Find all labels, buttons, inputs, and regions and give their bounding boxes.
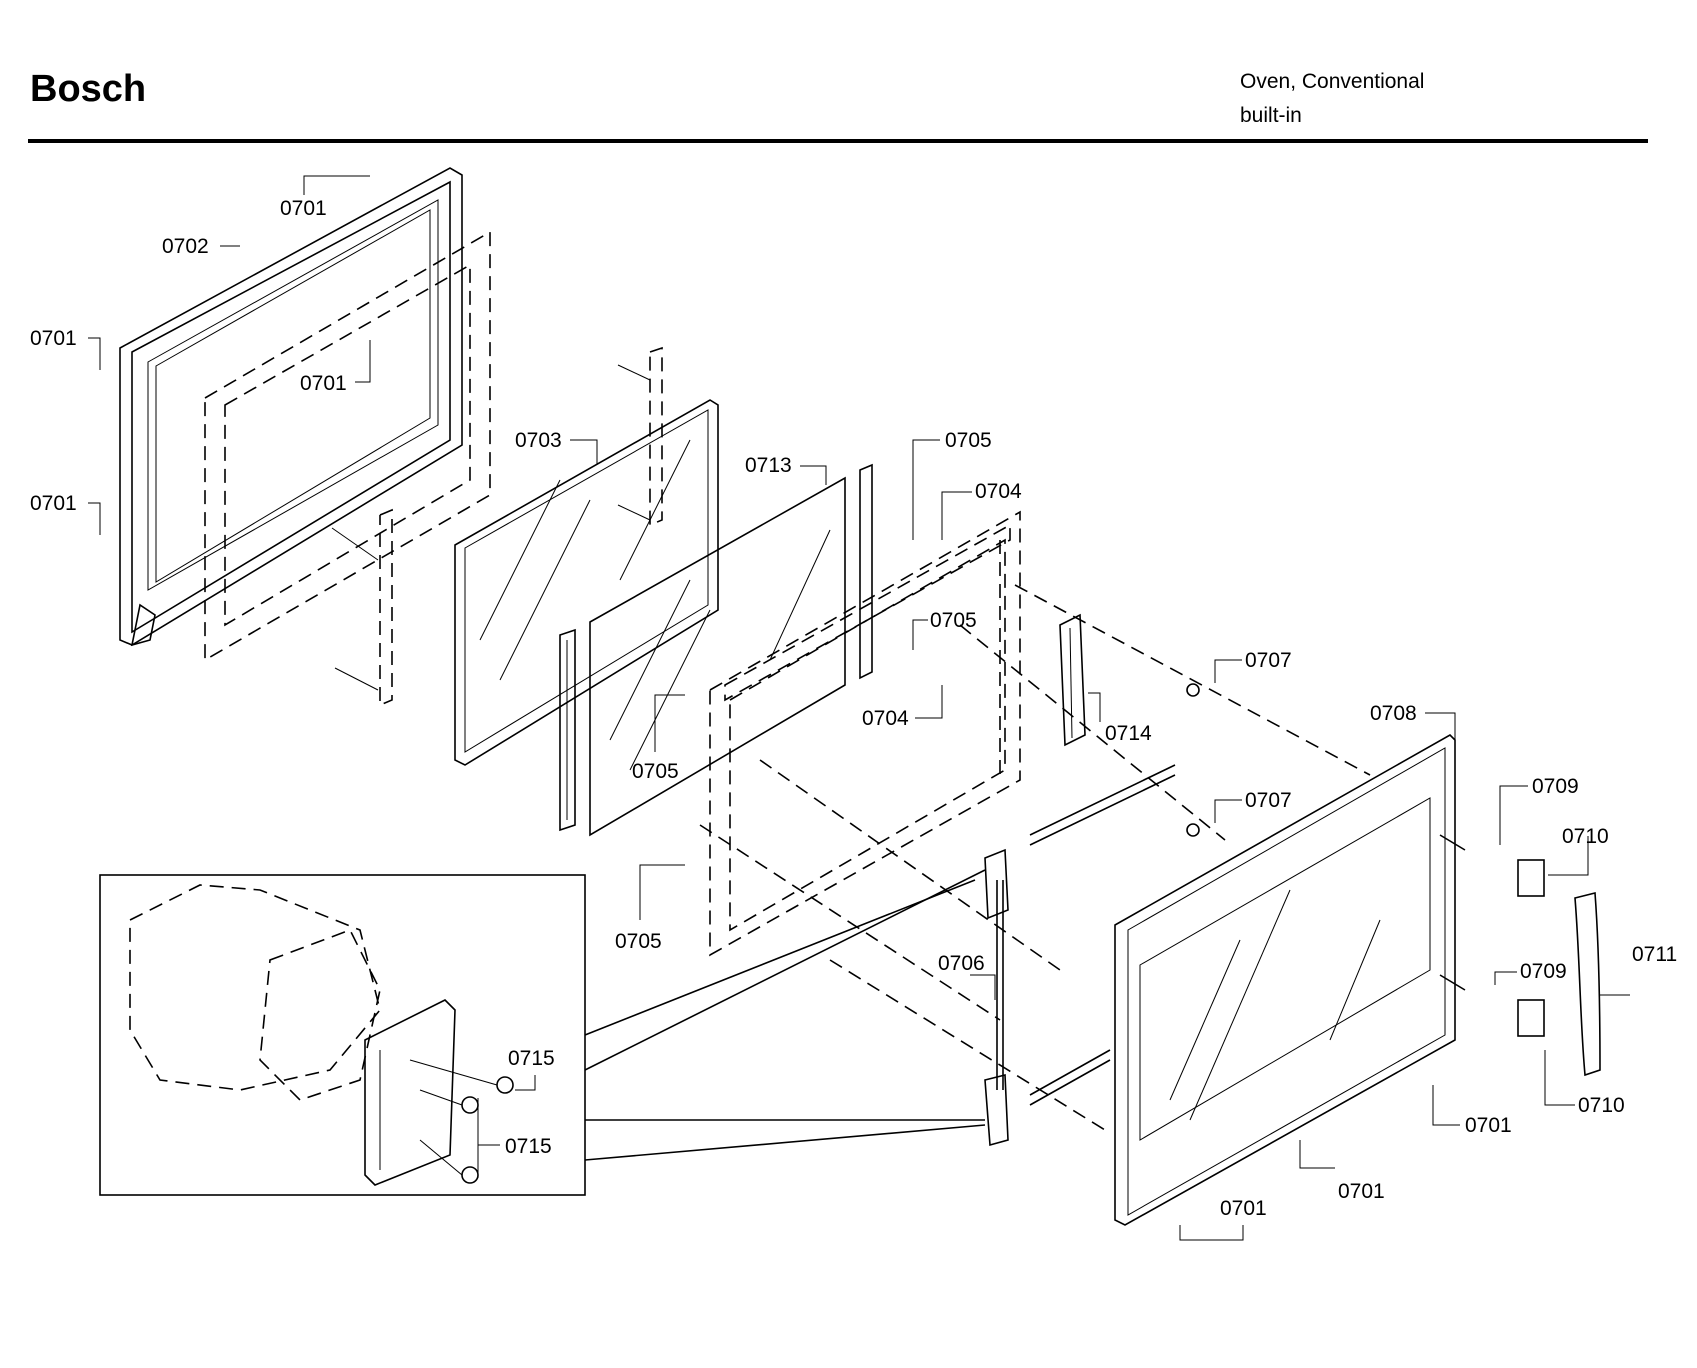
callout-0715-lower: 0715 — [477, 1098, 552, 1178]
callout-0701-top: 0701 — [280, 175, 370, 220]
callout-0709-upper: 0709 — [1499, 775, 1579, 845]
appliance-subtype: built-in — [1240, 104, 1302, 127]
callout-0705-top: 0705 — [912, 429, 992, 540]
callout-label: 0701 — [1220, 1197, 1267, 1220]
callout-0704-top: 0704 — [941, 480, 1022, 540]
callout-label: 0709 — [1532, 775, 1579, 798]
callout-label: 0701 — [280, 197, 327, 220]
callout-label: 0701 — [1338, 1180, 1385, 1203]
outer-door-0708 — [1114, 734, 1456, 1226]
callout-0708: 0708 — [1370, 702, 1456, 740]
callout-0713: 0713 — [745, 454, 827, 485]
callout-label: 0701 — [1465, 1114, 1512, 1137]
header-divider — [28, 139, 1648, 143]
callout-0711: 0711 — [1600, 943, 1677, 996]
callout-label: 0707 — [1245, 649, 1292, 672]
callout-0710-upper: 0710 — [1548, 825, 1609, 876]
callout-label: 0705 — [632, 760, 679, 783]
callout-label: 0715 — [508, 1047, 555, 1070]
callout-0701-inner: 0701 — [300, 340, 371, 395]
hinge-assembly-0706 — [984, 764, 1176, 1147]
callout-0701-bottom-left: 0701 — [1179, 1197, 1267, 1241]
callout-label: 0714 — [1105, 722, 1152, 745]
callout-label: 0711 — [1632, 943, 1677, 966]
callout-label: 0708 — [1370, 702, 1417, 725]
callout-label: 0702 — [162, 235, 209, 258]
callout-0710-lower: 0710 — [1544, 1050, 1625, 1117]
callout-0714: 0714 — [1088, 692, 1152, 745]
callout-0701-left-lower: 0701 — [30, 492, 101, 535]
callout-label: 0710 — [1578, 1094, 1625, 1117]
callout-label: 0705 — [615, 930, 662, 953]
callout-0707-upper: 0707 — [1214, 649, 1292, 683]
callout-label: 0706 — [938, 952, 985, 975]
callout-label: 0701 — [30, 492, 77, 515]
callout-label: 0701 — [300, 372, 347, 395]
callout-label: 0709 — [1520, 960, 1567, 983]
hinge-detail-inset — [99, 869, 986, 1196]
callout-0706: 0706 — [938, 952, 996, 1000]
side-latch-0714 — [1059, 613, 1086, 747]
callout-0702: 0702 — [162, 235, 240, 258]
callout-label: 0713 — [745, 454, 792, 477]
callout-label: 0703 — [515, 429, 562, 452]
appliance-type: Oven, Conventional — [1240, 70, 1425, 93]
callout-0705-middle: 0705 — [912, 609, 977, 650]
callout-0701-bottom-mid: 0701 — [1299, 1140, 1385, 1203]
glass-left-bracket — [559, 628, 576, 832]
callout-0703: 0703 — [515, 429, 598, 465]
callout-label: 0705 — [930, 609, 977, 632]
callout-label: 0704 — [862, 707, 909, 730]
callout-0715-upper: 0715 — [508, 1047, 555, 1091]
callout-label: 0704 — [975, 480, 1022, 503]
inner-door-frame — [709, 510, 1021, 957]
callout-0704-middle: 0704 — [862, 685, 943, 730]
callout-label: 0715 — [505, 1135, 552, 1158]
glass-pane-0713 — [589, 476, 846, 837]
callout-0707-lower: 0707 — [1214, 789, 1292, 823]
callout-0705-left-lower: 0705 — [615, 864, 685, 953]
glass-pane-0703 — [454, 399, 719, 766]
door-seal-frame — [204, 230, 491, 662]
brand-title: Bosch — [30, 68, 147, 110]
callout-0705-left-upper: 0705 — [632, 694, 685, 783]
callout-label: 0710 — [1562, 825, 1609, 848]
callout-label: 0707 — [1245, 789, 1292, 812]
inner-door-panel — [119, 167, 463, 647]
glass-right-bracket — [859, 463, 873, 680]
callout-0701-left-upper: 0701 — [30, 327, 101, 370]
alignment-lines — [699, 584, 1371, 1131]
washers-0707 — [1186, 683, 1200, 837]
callout-label: 0701 — [30, 327, 77, 350]
handle-assembly — [1439, 834, 1601, 1077]
callout-0709-lower: 0709 — [1494, 960, 1567, 985]
glass-side-channel — [617, 346, 663, 527]
dashed-side-bracket — [331, 508, 393, 707]
callout-0701-bottom-right: 0701 — [1432, 1085, 1512, 1137]
callout-label: 0705 — [945, 429, 992, 452]
